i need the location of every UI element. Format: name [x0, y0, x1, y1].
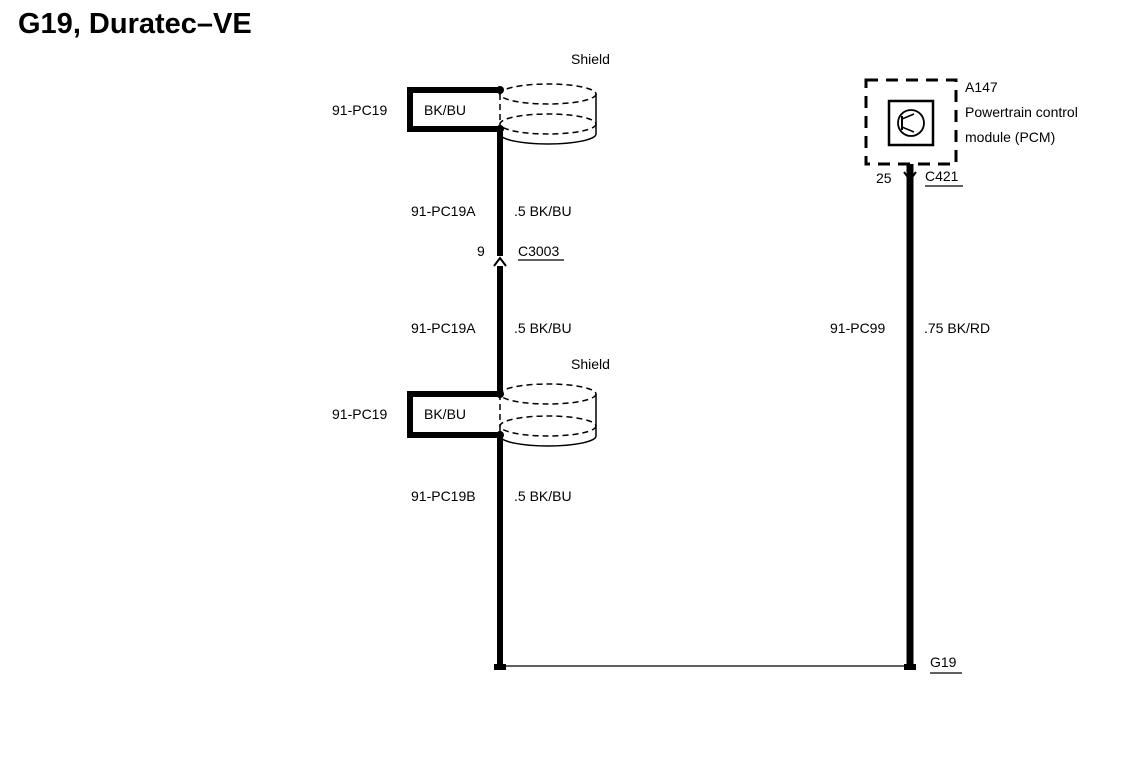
connector-c3003-pin: 9	[477, 243, 485, 259]
ground-name: G19	[930, 654, 957, 670]
shield-bottom-drain-loop	[407, 391, 500, 438]
ground-g19: G19	[494, 654, 962, 674]
ground-terminal-icon	[494, 664, 506, 670]
connector-c3003: 9 C3003	[477, 243, 564, 267]
shield-cylinder-top	[499, 83, 597, 145]
transistor-icon	[887, 99, 935, 147]
module-dashed-outline	[864, 78, 958, 166]
shield-top-color: BK/BU	[424, 102, 466, 118]
wire-pcm-spec: .75 BK/RD	[924, 320, 990, 336]
wire-pcm-circuit: 91-PC99	[830, 320, 885, 336]
shield-bottom-color: BK/BU	[424, 406, 466, 422]
wire-middle-spec: .5 BK/BU	[514, 320, 572, 336]
module-name-line1: Powertrain control	[965, 104, 1078, 120]
shield-top-label: Shield	[571, 51, 610, 67]
connector-c3003-name: C3003	[518, 243, 559, 259]
shield-bottom-circuit: 91-PC19	[332, 406, 387, 422]
wire-lower-spec: .5 BK/BU	[514, 488, 572, 504]
shield-cylinder-bottom	[499, 383, 597, 447]
shield-top: Shield 91-PC19 BK/BU	[332, 51, 610, 145]
shield-bottom-label: Shield	[571, 356, 610, 372]
ground-terminal-icon	[904, 664, 916, 670]
connector-arrow-icon	[493, 256, 507, 267]
wire-upper-circuit: 91-PC19A	[411, 203, 476, 219]
shield-top-drain-loop	[407, 87, 500, 132]
wire-lower-circuit: 91-PC19B	[411, 488, 476, 504]
page-title: G19, Duratec–VE	[18, 8, 252, 40]
wire-upper-spec: .5 BK/BU	[514, 203, 572, 219]
splice-dot	[496, 390, 504, 398]
splice-dot	[496, 86, 504, 94]
module-name-line2: module (PCM)	[965, 129, 1055, 145]
module-pin: 25	[876, 170, 892, 186]
wire-middle-circuit: 91-PC19A	[411, 320, 476, 336]
module-id: A147	[965, 79, 998, 95]
shield-top-circuit: 91-PC19	[332, 102, 387, 118]
shield-bottom: Shield 91-PC19 BK/BU	[332, 356, 610, 447]
connector-c421-name: C421	[925, 168, 959, 184]
module-a147: A147 Powertrain control module (PCM) 25 …	[864, 78, 1078, 187]
